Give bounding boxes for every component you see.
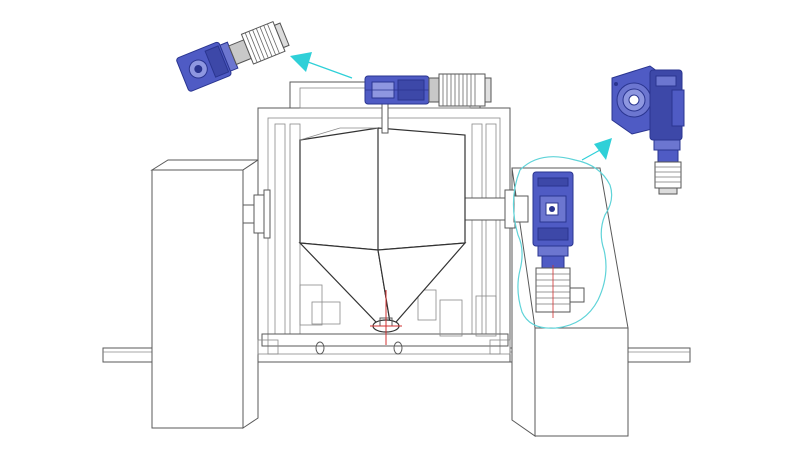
- mixer-hopper: [298, 127, 467, 345]
- gearmotor-exploded-icon: [176, 20, 290, 92]
- left-trunnion: [242, 189, 271, 239]
- flanged-gearmotor-exploded-icon: [611, 65, 685, 195]
- side-gearmotor-icon: [532, 171, 585, 318]
- helical-bevel-gearmotor-icon: [364, 73, 492, 107]
- drive-shaft: [381, 102, 389, 134]
- arrow-icon: [581, 138, 612, 161]
- left-pedestal: [150, 159, 260, 429]
- arrow-icon: [290, 52, 353, 79]
- right-trunnion: [464, 189, 529, 229]
- highlight-outline: [512, 156, 613, 329]
